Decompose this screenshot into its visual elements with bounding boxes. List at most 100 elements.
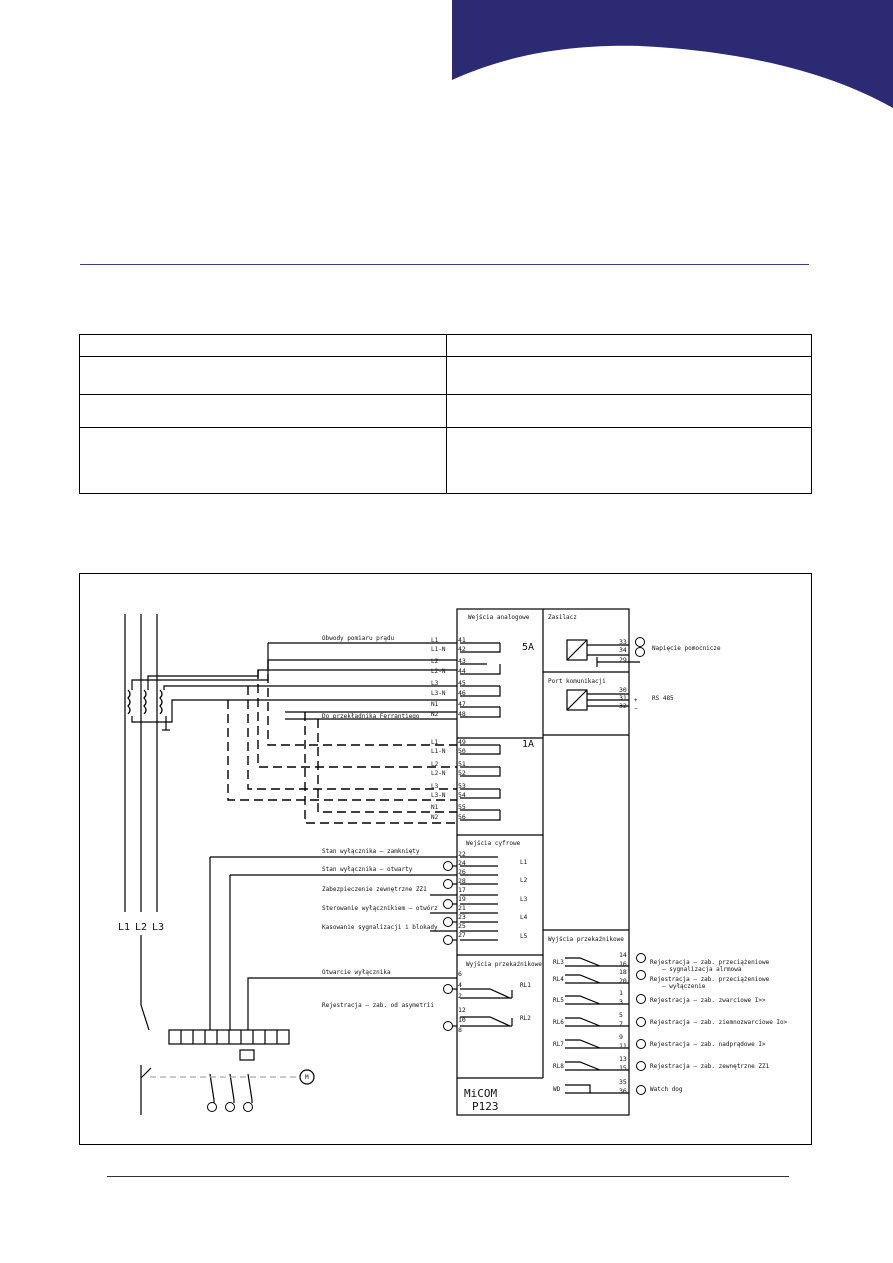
ferranti-label: Do przekładnika Ferrantiego xyxy=(322,713,420,720)
digital-term-number: 25 xyxy=(458,922,466,930)
relay-term-number: 18 xyxy=(619,968,627,976)
relay-term-number: 7 xyxy=(619,1020,623,1028)
digital-term-number: 17 xyxy=(458,886,466,894)
digital-term-number: 23 xyxy=(458,913,466,921)
analog-term-label: L1-N xyxy=(431,748,446,755)
relay-label: Otwarcie wyłącznika xyxy=(322,969,391,976)
analog-term-label: L3-N xyxy=(431,690,446,697)
rating-5a-label: 5A xyxy=(522,642,534,653)
analog-term-number: 49 xyxy=(458,738,466,746)
comm-minus-sign: − xyxy=(634,705,638,712)
relay-term-number: 15 xyxy=(619,1064,627,1072)
phase-label-l3: L3 xyxy=(152,922,164,933)
relay-term-number: 8 xyxy=(458,1026,462,1034)
relay-name: RL5 xyxy=(553,997,564,1004)
analog-term-label: L1-N xyxy=(431,646,446,653)
analog-term-number: 54 xyxy=(458,791,466,799)
relay-label: Rejestracja – zab. zwarciowe I>> xyxy=(650,997,766,1004)
relay-term-number: 13 xyxy=(619,1055,627,1063)
digital-term-number: 19 xyxy=(458,895,466,903)
relay-name: RL7 xyxy=(553,1041,564,1048)
relay-name: RL1 xyxy=(520,982,531,989)
analog-term-number: 47 xyxy=(458,700,466,708)
relay-outputs-right-title: Wyjścia przekaźnikowe xyxy=(548,936,624,943)
rs485-label: RS 485 xyxy=(652,695,674,702)
relay-term-number: 10 xyxy=(458,1016,466,1024)
relay-term-number: 6 xyxy=(458,970,462,978)
digital-term-number: 26 xyxy=(458,868,466,876)
relay-term-number: 20 xyxy=(619,977,627,985)
table-row-divider xyxy=(80,394,811,395)
relay-name: RL2 xyxy=(520,1015,531,1022)
digital-input-label: Stan wyłącznika – otwarty xyxy=(322,866,413,873)
analog-term-label: N2 xyxy=(431,711,439,718)
comm-term-number: 31 xyxy=(619,694,627,702)
table-column-divider xyxy=(446,335,447,493)
analog-term-number: 41 xyxy=(458,636,466,644)
comm-term-number: 30 xyxy=(619,686,627,694)
motor-symbol xyxy=(299,1069,315,1085)
analog-term-label: L2-N xyxy=(431,770,446,777)
digital-input-name: L3 xyxy=(520,896,528,903)
device-model: P123 xyxy=(472,1100,499,1113)
motor-label: M xyxy=(305,1074,309,1081)
rating-1a-label: 1A xyxy=(522,739,534,750)
relay-label-line2: – wyłączenie xyxy=(662,983,706,990)
digital-term-number: 27 xyxy=(458,931,466,939)
current-circuits-label: Obwody pomiaru prądu xyxy=(322,635,395,642)
digital-input-label: Zabezpieczenie zewnętrzne ZZ1 xyxy=(322,886,427,893)
power-term-number: 34 xyxy=(619,646,627,654)
analog-term-number: 44 xyxy=(458,667,466,675)
relay-term-number: 12 xyxy=(458,1006,466,1014)
spec-table xyxy=(79,334,812,494)
relay-term-number: 36 xyxy=(619,1087,627,1095)
digital-input-name: L4 xyxy=(520,914,528,921)
analog-term-number: 48 xyxy=(458,710,466,718)
analog-term-label: L2 xyxy=(431,761,439,768)
header-banner xyxy=(452,0,893,108)
power-term-number: 33 xyxy=(619,638,627,646)
digital-input-label: Stan wyłącznika – zamknięty xyxy=(322,848,420,855)
power-term-number: 29 xyxy=(619,656,627,664)
analog-term-label: N2 xyxy=(431,814,439,821)
analog-term-number: 43 xyxy=(458,657,466,665)
digital-input-name: L1 xyxy=(520,859,528,866)
analog-term-label: N1 xyxy=(431,701,439,708)
relay-outputs-left-title: Wyjścia przekaźnikowe xyxy=(466,961,542,968)
analog-term-label: N1 xyxy=(431,804,439,811)
relay-label: Rejestracja – zab. przeciążeniowe xyxy=(650,959,770,966)
relay-term-number: 2 xyxy=(458,992,462,1000)
relay-term-number: 16 xyxy=(619,960,627,968)
power-supply-title: Zasilacz xyxy=(548,614,577,621)
relay-term-number: 3 xyxy=(619,998,623,1006)
analog-term-number: 45 xyxy=(458,679,466,687)
analog-term-number: 55 xyxy=(458,803,466,811)
analog-term-label: L3 xyxy=(431,783,439,790)
relay-term-number: 4 xyxy=(458,981,462,989)
wiring-diagram-frame xyxy=(79,573,812,1145)
relay-term-number: 5 xyxy=(619,1011,623,1019)
table-row-divider xyxy=(80,356,811,357)
relay-name: RL3 xyxy=(553,959,564,966)
relay-label: Rejestracja – zab. od asymetrii xyxy=(322,1002,434,1009)
analog-term-number: 53 xyxy=(458,782,466,790)
relay-term-number: 14 xyxy=(619,951,627,959)
analog-term-label: L1 xyxy=(431,637,439,644)
relay-name: WD xyxy=(553,1086,561,1093)
digital-term-number: 24 xyxy=(458,859,466,867)
analog-inputs-title: Wejścia analogowe xyxy=(468,614,530,621)
analog-term-number: 50 xyxy=(458,747,466,755)
digital-inputs-title: Wejścia cyfrowe xyxy=(466,840,521,847)
analog-term-number: 51 xyxy=(458,760,466,768)
device-name: MiCOM xyxy=(464,1087,497,1100)
aux-voltage-label: Napięcie pomocnicze xyxy=(652,645,721,652)
analog-term-number: 52 xyxy=(458,769,466,777)
relay-label: Watch dog xyxy=(650,1086,683,1093)
analog-term-number: 56 xyxy=(458,813,466,821)
footer-rule xyxy=(107,1176,789,1177)
relay-name: RL8 xyxy=(553,1063,564,1070)
relay-label: Rejestracja – zab. ziemnozwarciowe Io> xyxy=(650,1019,788,1026)
digital-input-name: L5 xyxy=(520,933,528,940)
analog-term-label: L2-N xyxy=(431,668,446,675)
